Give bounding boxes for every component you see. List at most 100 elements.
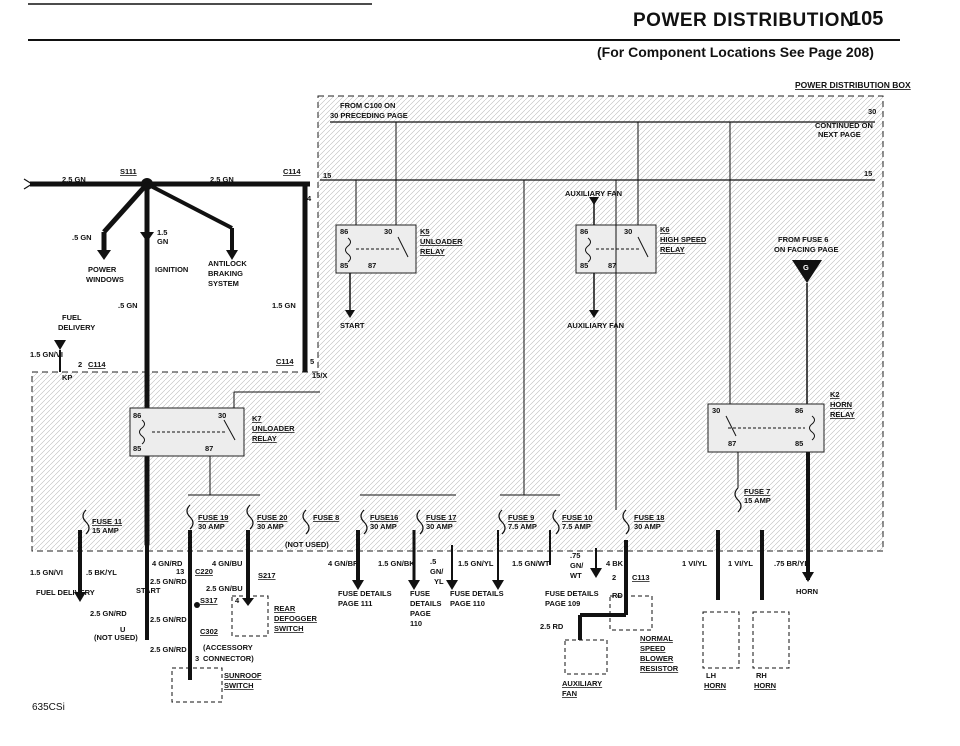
b-wire-bryl75: .75 BR/YL (774, 559, 809, 568)
fuse18-name: FUSE 18 (634, 513, 664, 522)
b-fuse-c: PAGE (410, 609, 431, 618)
b-connector: CONNECTOR) (203, 654, 254, 663)
k2-pin-85: 85 (795, 439, 803, 448)
fuse10-amp: 7.5 AMP (562, 522, 591, 531)
b-wire-gnvi15: 1.5 GN/VI (30, 568, 63, 577)
k7-label-2: RELAY (252, 434, 277, 443)
b-wire-gnwt75c: WT (570, 571, 582, 580)
splice-s111: S111 (120, 167, 137, 176)
b-fd109a: FUSE DETAILS (545, 589, 599, 598)
k7-pin-85: 85 (133, 444, 141, 453)
fuse9-amp: 7.5 AMP (508, 522, 537, 531)
b-wire-gnrd4: 4 GN/RD (152, 559, 183, 568)
fuel-delivery-label-2: DELIVERY (58, 323, 95, 332)
relay-k5 (335, 224, 417, 318)
antilock-label: ANTILOCK (208, 259, 247, 268)
b-fd111b: PAGE 111 (338, 599, 372, 608)
bus-drops (188, 122, 739, 510)
next-page: NEXT PAGE (818, 130, 861, 139)
relay-k2 (707, 403, 825, 453)
b-splice-s317: S317 (200, 596, 218, 605)
b-wire-gnwt15: 1.5 GN/WT (512, 559, 550, 568)
terminal-15-right: 15 (864, 169, 872, 178)
b-rh-horn-1: RH (756, 671, 767, 680)
connector-c114-b: C114 (276, 357, 294, 366)
b-wire-gnwt75a: .75 (570, 551, 580, 560)
g-marker-letter: G (803, 263, 809, 272)
b-wire-viyl1b: 1 VI/YL (728, 559, 753, 568)
fuse11-name: FUSE 11 (92, 517, 122, 526)
fuse-symbols (82, 487, 742, 535)
fuse7-name: FUSE 7 (744, 487, 770, 496)
b-normal-1: NORMAL (640, 634, 673, 643)
page-title: POWER DISTRIBUTION (633, 10, 855, 31)
wire-25gn-b: 2.5 GN (210, 175, 234, 184)
k5-name: K5 (420, 227, 430, 236)
k5-label-2: RELAY (420, 247, 445, 256)
fuse20-amp: 30 AMP (257, 522, 284, 531)
b-normal-2: SPEED (640, 644, 666, 653)
k6-pin-30: 30 (624, 227, 632, 236)
power-windows-label: POWER (88, 265, 117, 274)
fuse16-name: FUSE16 (370, 513, 398, 522)
fuse20-name: FUSE 20 (257, 513, 287, 522)
b-fuse-a: FUSE (410, 589, 430, 598)
c114-pin-2: 2 (78, 360, 82, 369)
auxiliary-fan-top: AUXILIARY FAN (565, 189, 622, 198)
b-lh-horn-2: HORN (704, 681, 726, 690)
fuse19-amp: 30 AMP (198, 522, 225, 531)
b-wire-gnrd25a: 2.5 GN/RD (150, 577, 187, 586)
wire-gn5: .5 GN (72, 233, 92, 242)
fuse7-amp: 15 AMP (744, 496, 771, 505)
from-fuse6: FROM FUSE 6 (778, 235, 828, 244)
output-wires (74, 452, 814, 680)
b-rh-horn-2: HORN (754, 681, 776, 690)
k2-pin-86: 86 (795, 406, 803, 415)
b-connector-c220: C220 (195, 567, 213, 576)
b-sunroof-1: SUNROOF (224, 671, 262, 680)
wire-25gn-a: 2.5 GN (62, 175, 86, 184)
k6-pin-87: 87 (608, 261, 616, 270)
b-splice-s217: S217 (258, 571, 276, 580)
k5-start-label: START (340, 321, 365, 330)
b-fd111a: FUSE DETAILS (338, 589, 392, 598)
b-horn: HORN (796, 587, 818, 596)
connector-c114-a: C114 (88, 360, 106, 369)
on-facing-page: ON FACING PAGE (774, 245, 838, 254)
fuse11-amp: 15 AMP (92, 526, 119, 535)
k7-pin-87: 87 (205, 444, 213, 453)
fuse10-name: FUSE 10 (562, 513, 592, 522)
k7-pin-86: 86 (133, 411, 141, 420)
box-label: POWER DISTRIBUTION BOX (795, 80, 911, 90)
b-pin13: 13 (176, 567, 184, 576)
b-fd110a: FUSE DETAILS (450, 589, 504, 598)
from-c100: FROM C100 ON (340, 101, 395, 110)
b-wire-gnbr4: 4 GN/BR (328, 559, 359, 568)
g-marker-triangle (792, 260, 822, 283)
fuse8-name: FUSE 8 (313, 513, 339, 522)
b-pin3: 3 (195, 654, 199, 663)
terminal-5: 5 (310, 357, 314, 366)
k6-label-1: HIGH SPEED (660, 235, 707, 244)
power-distribution-box (31, 95, 884, 552)
k5-label-1: UNLOADER (420, 237, 463, 246)
k2-label-1: HORN (830, 400, 852, 409)
wire-gn15c: 1.5 GN (272, 301, 296, 310)
relay-k7 (129, 407, 245, 457)
b-rear-defogger-1: REAR (274, 604, 296, 613)
main-feed (23, 178, 310, 545)
k6-name: K6 (660, 225, 670, 234)
k7-name: K7 (252, 414, 262, 423)
fuse8-amp: (NOT USED) (285, 540, 329, 549)
connector-c114-top: C114 (283, 167, 301, 176)
b-wire-rd25: 2.5 RD (540, 622, 564, 631)
b-aux-fan-2: FAN (562, 689, 577, 698)
k6-pin-86: 86 (580, 227, 588, 236)
ignition-label: IGNITION (155, 265, 188, 274)
b-wire-gnwt75b: GN/ (570, 561, 584, 570)
fuse16-amp: 30 AMP (370, 522, 397, 531)
antilock-label-3: SYSTEM (208, 279, 239, 288)
b-wire-gnyl15: 1.5 GN/YL (458, 559, 494, 568)
b-connector-c302: C302 (200, 627, 218, 636)
